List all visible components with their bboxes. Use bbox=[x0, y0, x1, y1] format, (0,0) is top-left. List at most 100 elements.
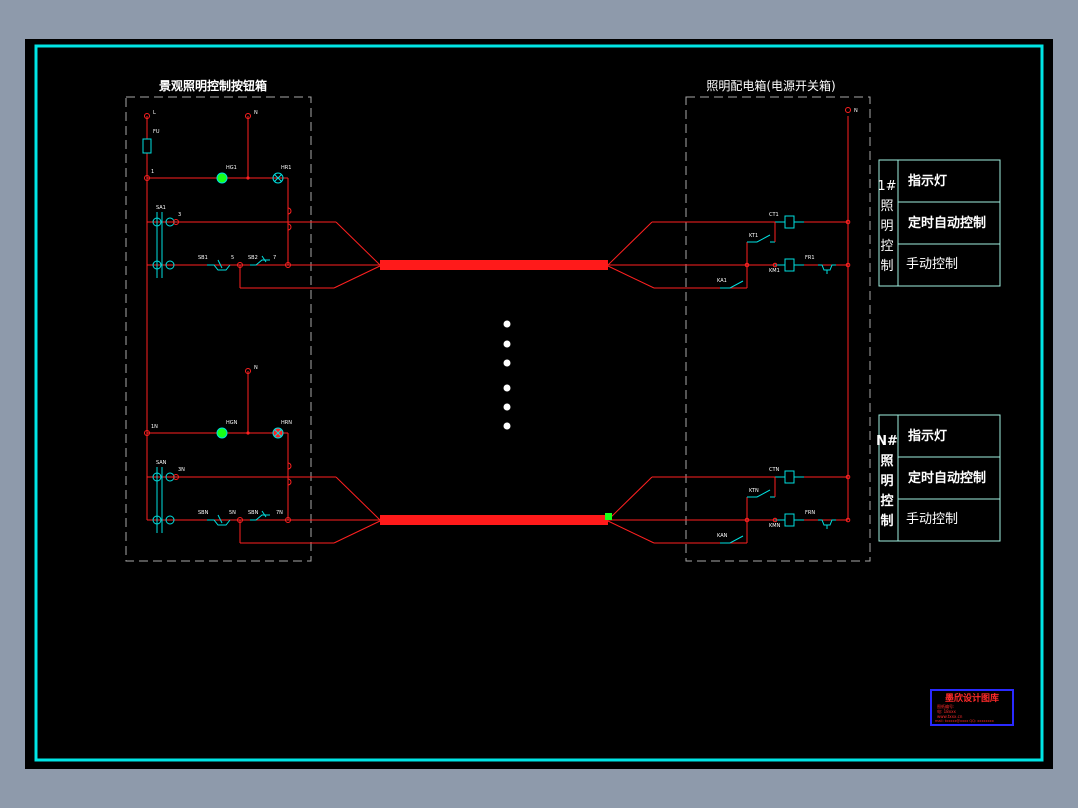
lamp-red-1-tag: HR1 bbox=[281, 165, 291, 171]
stop-button-n bbox=[207, 514, 231, 526]
stamp-line-3: 电: 18xxx bbox=[937, 708, 956, 714]
right-wiring bbox=[607, 116, 849, 544]
terminal-n-2-tag: N bbox=[254, 365, 258, 371]
terminal-l-tag: L bbox=[153, 110, 156, 116]
sbn2-tag: SBN bbox=[248, 510, 259, 516]
side-label-1-c4: 制 bbox=[880, 259, 893, 274]
lamp-green-1-tag: HG1 bbox=[226, 165, 237, 171]
terminal-n bbox=[245, 113, 251, 119]
contactor-coil-n bbox=[784, 513, 795, 527]
fr1-tag: FR1 bbox=[805, 255, 815, 261]
lamp-red-n-tag: HRN bbox=[281, 420, 292, 426]
ktn-tag: KTN bbox=[749, 488, 759, 494]
side-label-1-c2: 明 bbox=[880, 219, 893, 234]
legend-table-n bbox=[878, 414, 1001, 542]
timer-contact-1 bbox=[747, 234, 775, 243]
legend-n-auto: 定时自动控制 bbox=[907, 470, 986, 486]
stamp-line-4: www.txxx.cn bbox=[937, 714, 963, 719]
side-label-n-c0: N# bbox=[876, 434, 898, 449]
node-1n-tag: 1N bbox=[151, 424, 158, 430]
ctn-tag: CTN bbox=[769, 467, 780, 473]
sb1-tag: SB1 bbox=[198, 255, 208, 261]
circuit-1-right: N CT1 KT1 KM1 FR1 KA1 bbox=[717, 107, 858, 289]
start-button-1 bbox=[250, 255, 270, 266]
cable-bus-1 bbox=[380, 260, 608, 270]
km1-tag: KM1 bbox=[769, 268, 780, 274]
thermal-relay-1 bbox=[818, 264, 836, 274]
node-5n-tag: 5N bbox=[229, 510, 236, 516]
legend-n-side-label: N# 照 明 控 制 bbox=[876, 434, 898, 529]
circuit-n-left: N 1N HGN HRN SAN 3N SBN 5N bbox=[144, 365, 292, 533]
ct1-tag: CT1 bbox=[769, 212, 779, 218]
side-label-1-c0: 1# bbox=[877, 179, 896, 194]
designer-stamp: 墨欣设计图库 图纸编号: 电: 18xxx www.txxx.cn mail: … bbox=[930, 689, 1014, 726]
side-label-n-c3: 控 bbox=[880, 493, 893, 509]
side-label-1-c3: 控 bbox=[880, 239, 893, 254]
selector-n-tag: SAN bbox=[156, 460, 167, 466]
timer-contact-n bbox=[747, 489, 775, 498]
side-label-n-c2: 明 bbox=[880, 474, 893, 489]
right-terminal-n bbox=[845, 107, 851, 113]
node-7-tag: 7 bbox=[273, 255, 276, 261]
node-7n-tag: 7N bbox=[276, 510, 283, 516]
left-wiring bbox=[146, 116, 381, 544]
timer-coil-1 bbox=[784, 215, 795, 229]
right-terminal-n-tag: N bbox=[854, 108, 858, 114]
side-label-n-c1: 照 bbox=[880, 454, 893, 469]
node-1 bbox=[144, 175, 150, 181]
lamp-green-n bbox=[216, 427, 228, 439]
lamp-green-n-tag: HGN bbox=[226, 420, 238, 426]
cable-end-marker bbox=[605, 513, 612, 520]
kmn-tag: KMN bbox=[769, 523, 781, 529]
node-7 bbox=[285, 262, 291, 268]
stamp-line-1: 墨欣设计图库 bbox=[945, 692, 999, 704]
legend-table-1 bbox=[878, 159, 1001, 287]
legend-n-indicator: 指示灯 bbox=[908, 428, 947, 444]
kan-tag: KAN bbox=[717, 533, 728, 539]
node-1-tag: 1 bbox=[151, 169, 154, 175]
button-box-enclosure bbox=[125, 96, 312, 562]
right-box-title: 照明配电箱(电源开关箱) bbox=[706, 78, 835, 93]
contactor-coil-1 bbox=[784, 258, 795, 272]
side-label-n-c4: 制 bbox=[880, 513, 893, 529]
distribution-box-enclosure bbox=[685, 96, 871, 562]
circuit-n-right: CTN KTN KMN FRN KAN bbox=[717, 467, 851, 544]
stop-button-1 bbox=[207, 259, 231, 271]
outer-frame bbox=[34, 44, 1044, 762]
circuit-1-left: L N FU 1 HG1 HR1 SA1 3 SB1 bbox=[142, 110, 292, 278]
aux-contact-1 bbox=[720, 280, 744, 289]
thermal-relay-n bbox=[818, 519, 836, 529]
legend-1-indicator: 指示灯 bbox=[908, 173, 947, 189]
legend-1-side-label: 1# 照 明 控 制 bbox=[877, 179, 896, 274]
legend-n-manual: 手动控制 bbox=[906, 512, 958, 527]
legend-1-auto: 定时自动控制 bbox=[907, 215, 986, 231]
aux-contact-n bbox=[720, 535, 744, 544]
legend-1-manual: 手动控制 bbox=[906, 257, 958, 272]
node-3n bbox=[173, 474, 179, 480]
fuse bbox=[142, 138, 152, 154]
kt1-tag: KT1 bbox=[749, 233, 758, 239]
lamp-red-1 bbox=[272, 172, 284, 184]
side-label-1-c1: 照 bbox=[880, 199, 893, 214]
stamp-line-2: 图纸编号: bbox=[937, 703, 954, 709]
node-5-tag: 5 bbox=[231, 255, 234, 261]
sbn-tag: SBN bbox=[198, 510, 209, 516]
timer-coil-n bbox=[784, 470, 795, 484]
terminal-n-tag: N bbox=[254, 110, 258, 116]
fuse-tag: FU bbox=[153, 129, 160, 135]
selector-1-tag: SA1 bbox=[156, 205, 166, 211]
node-3-tag: 3 bbox=[178, 212, 181, 218]
frn-tag: FRN bbox=[805, 510, 815, 516]
node-5 bbox=[237, 262, 243, 268]
cable-bus-n bbox=[380, 515, 608, 525]
start-button-n bbox=[250, 510, 270, 521]
selector-switch-1 bbox=[152, 212, 175, 278]
node-1n bbox=[144, 430, 150, 436]
node-7n bbox=[285, 517, 291, 523]
sb2-tag: SB2 bbox=[248, 255, 258, 261]
stamp-line-5: mail: txxxxx@xxxx QQ: xxxxxxxx bbox=[935, 719, 994, 723]
terminal-n-2 bbox=[245, 368, 251, 374]
terminal-l bbox=[144, 113, 150, 119]
node-3 bbox=[173, 219, 179, 225]
node-5n bbox=[237, 517, 243, 523]
